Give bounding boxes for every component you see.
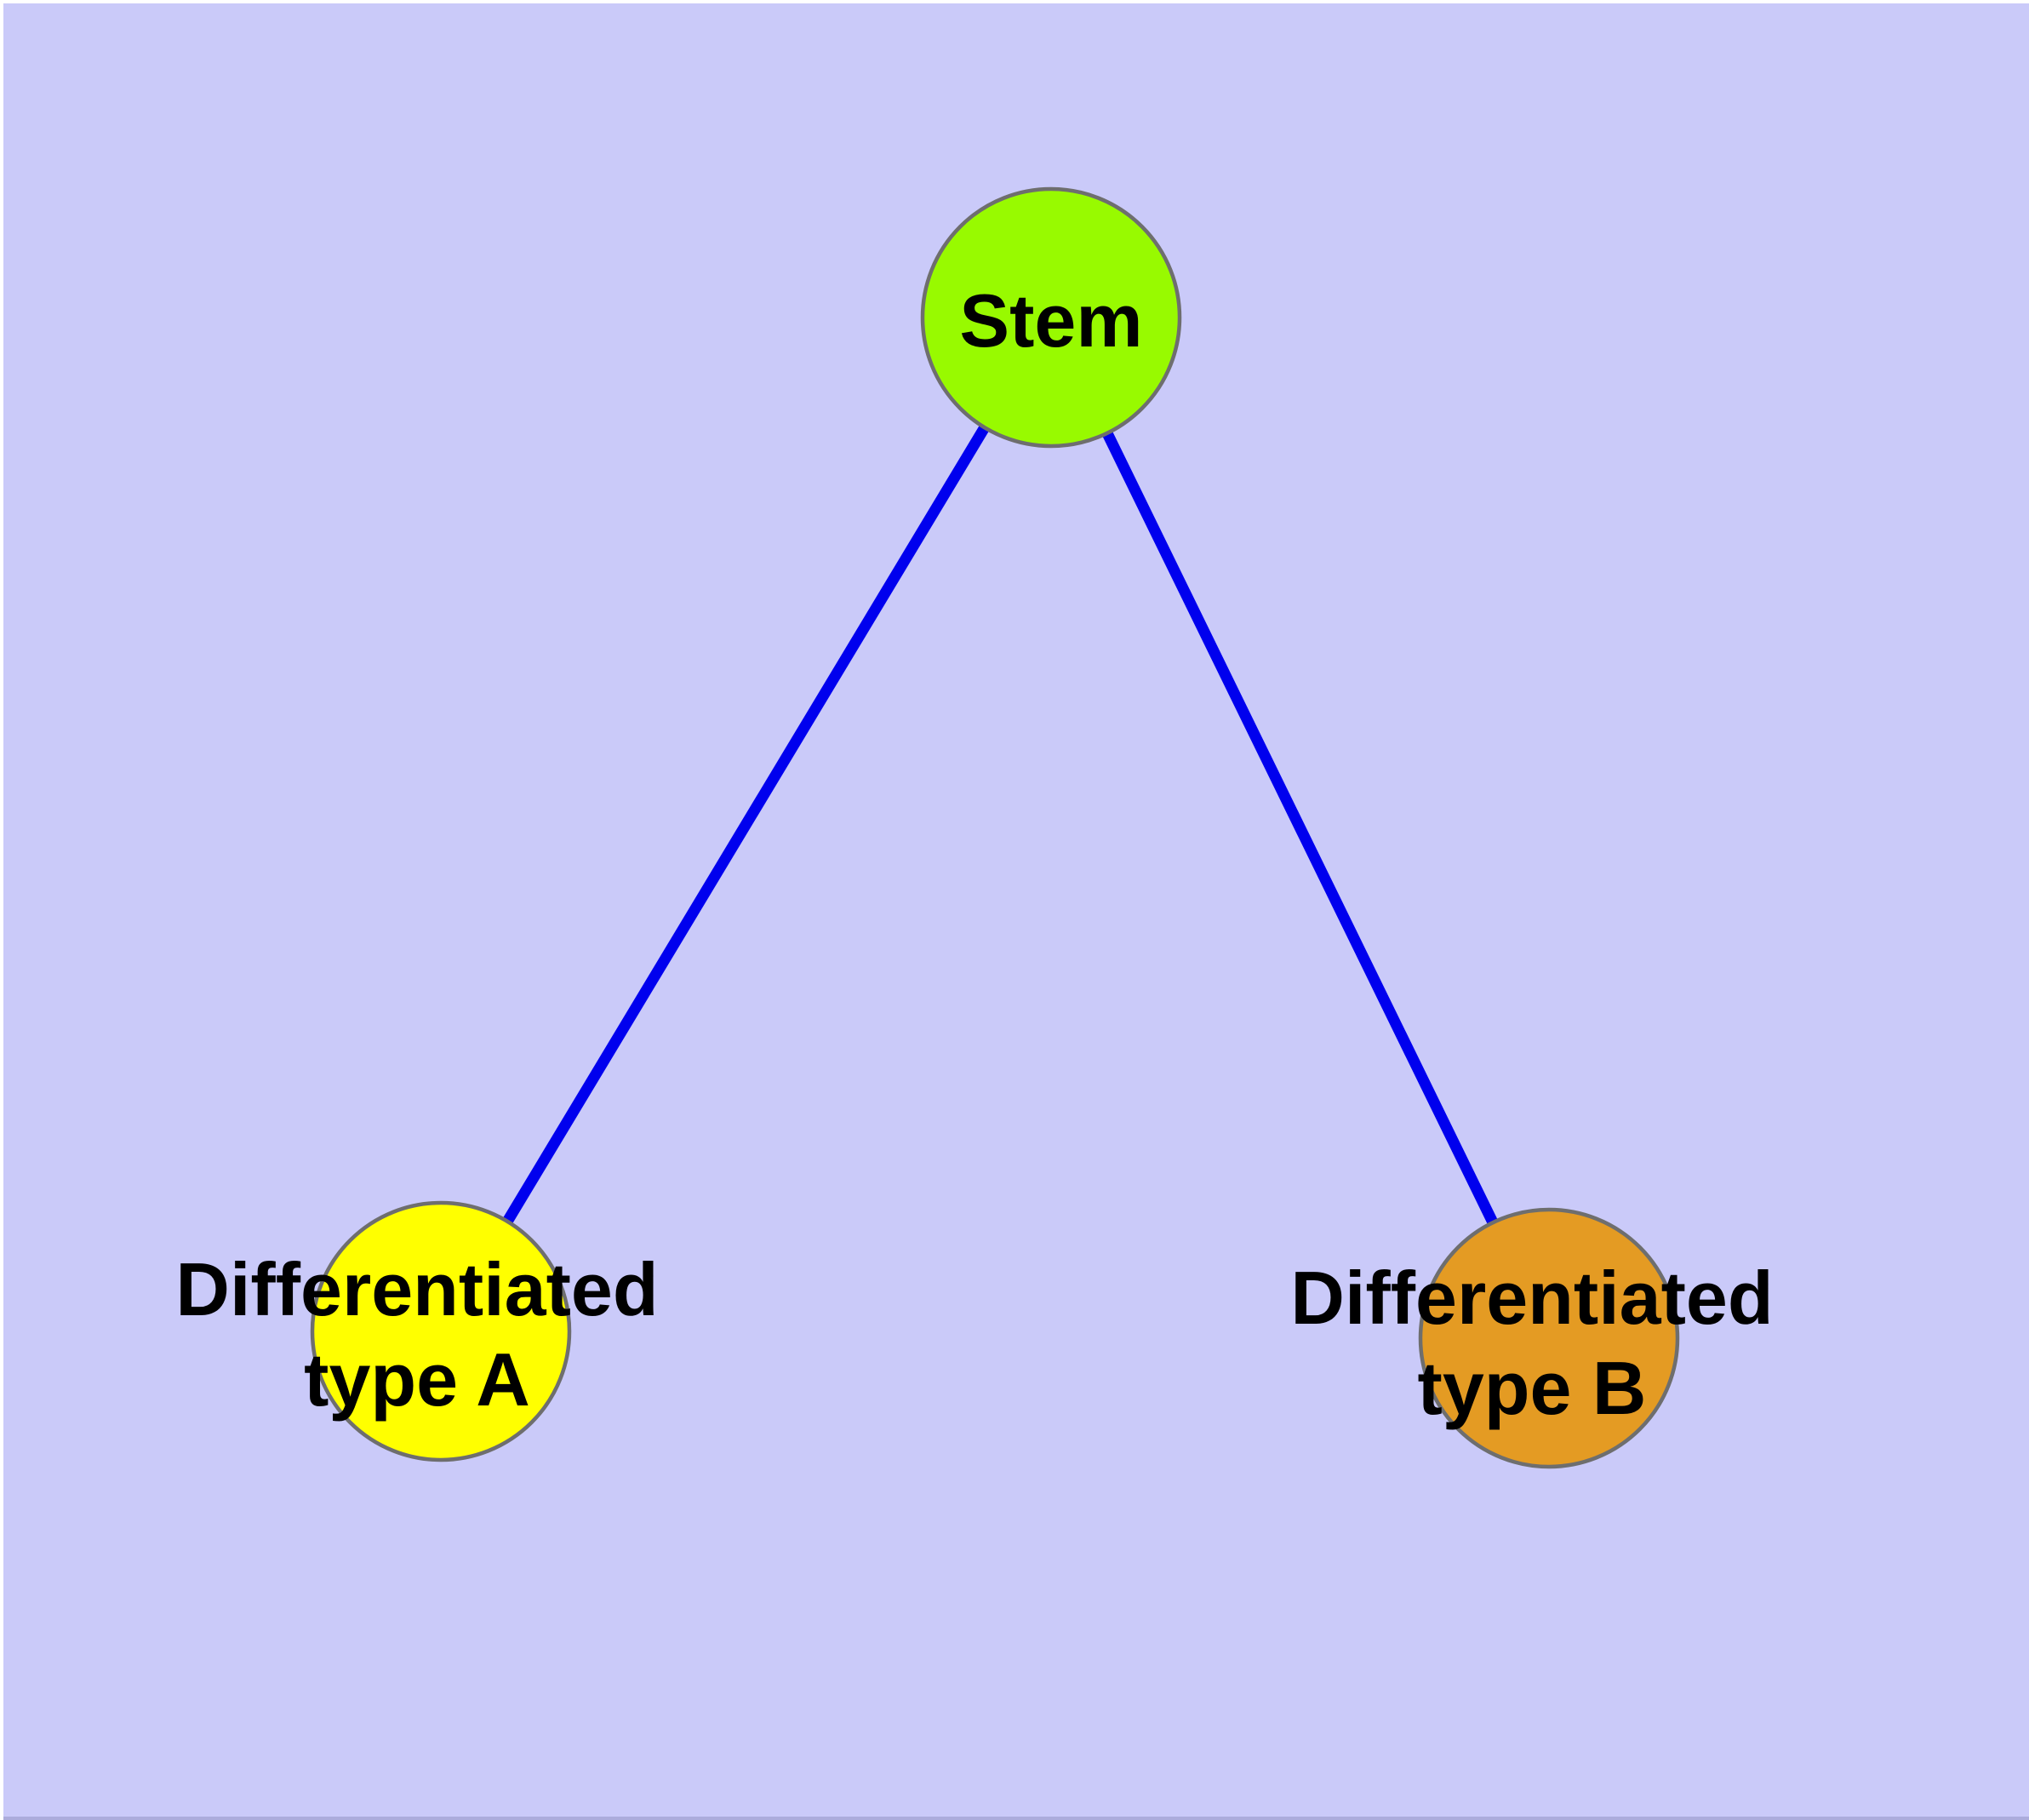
- edge-stem-to-type-b: [1102, 431, 1498, 1225]
- canvas-bottom-edge: [3, 1817, 2029, 1820]
- node-stem[interactable]: [920, 186, 1182, 449]
- node-differentiated-type-a[interactable]: [310, 1200, 572, 1462]
- diagram-canvas: Stem Differentiated type A Differentiate…: [3, 3, 2029, 1820]
- node-differentiated-type-b[interactable]: [1418, 1207, 1680, 1469]
- edge-stem-to-type-a: [502, 424, 990, 1225]
- graph-svg: [310, 186, 1680, 1469]
